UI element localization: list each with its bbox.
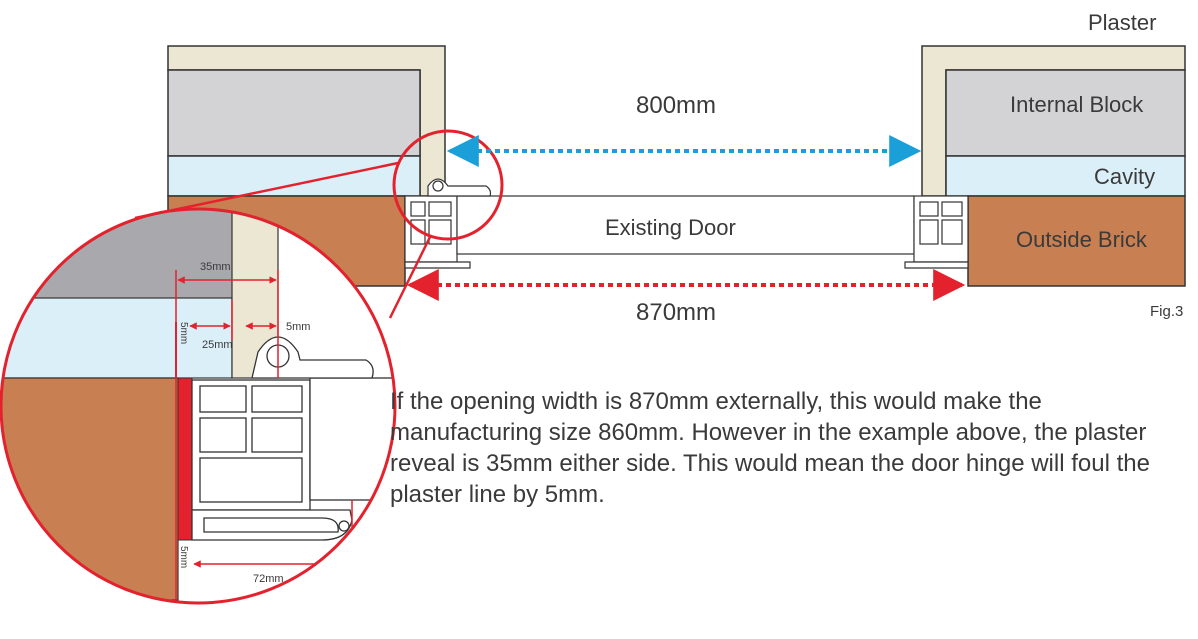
cavity-label: Cavity <box>1094 164 1155 189</box>
right-wall <box>921 45 1186 287</box>
dim-5mm-label: 5mm <box>286 321 310 333</box>
dim-72mm-label: 72mm <box>253 573 284 585</box>
dim-5mm-bottom-label: 5mm <box>178 546 189 568</box>
door-assembly <box>404 178 969 269</box>
internal-block-label: Internal Block <box>1010 92 1144 117</box>
dim-35mm-label: 35mm <box>200 261 231 273</box>
left-internal-block <box>167 69 421 157</box>
detail-cavity <box>1 297 233 379</box>
right-outside-brick <box>967 195 1186 287</box>
magnify-connector-bottom <box>388 236 432 319</box>
outer-width-label: 870mm <box>636 299 716 326</box>
right-internal-block <box>945 69 1186 157</box>
magnify-ring <box>392 129 504 241</box>
figure-label: Fig.3 <box>1150 303 1183 320</box>
detail-packer <box>177 377 193 541</box>
existing-door-panel <box>456 195 915 255</box>
dim-25mm-label: 25mm <box>202 339 233 351</box>
magnified-detail: 35mm 25mm 5mm 5mm 5mm 72mm <box>0 207 397 605</box>
plaster-label: Plaster <box>1088 10 1156 35</box>
hinge <box>427 178 492 197</box>
dim-5mm-top-label: 5mm <box>178 322 189 344</box>
explanation-text: If the opening width is 870mm externally… <box>390 388 1150 508</box>
left-cavity <box>167 155 421 197</box>
existing-door-label: Existing Door <box>605 215 736 240</box>
magnify-connector-top <box>134 161 399 220</box>
outside-brick-label: Outside Brick <box>1016 227 1148 252</box>
detail-frame-profile <box>191 336 395 541</box>
detail-internal-block <box>1 209 232 298</box>
detail-outside-brick <box>1 377 179 601</box>
inner-width-label: 800mm <box>636 92 716 119</box>
